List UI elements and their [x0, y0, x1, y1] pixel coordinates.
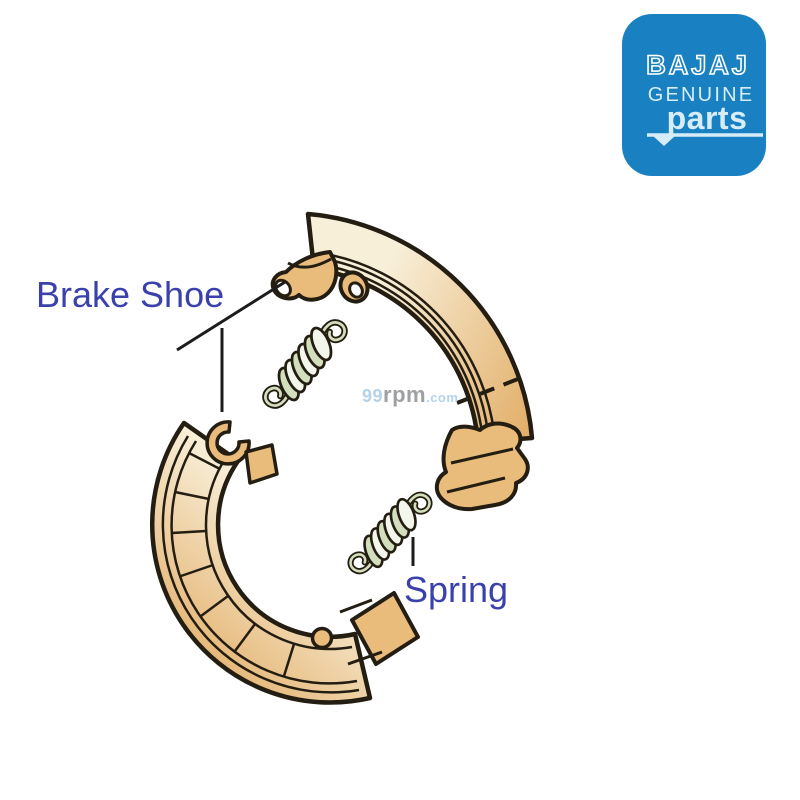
coil-spring-lower — [342, 483, 437, 583]
anchor-seat — [205, 420, 251, 466]
logo-brand-text: BAJAJ — [646, 50, 750, 80]
watermark-suffix: .com — [426, 390, 459, 405]
brake-shoe-inner-illustration — [149, 420, 420, 705]
spring-label: Spring — [404, 569, 509, 610]
logo-art: BAJAJ GENUINE parts — [645, 49, 763, 146]
cam-block — [350, 591, 420, 666]
leader-lines — [176, 280, 415, 566]
pivot-hole — [310, 626, 334, 650]
coil-spring-upper — [257, 311, 353, 418]
logo-genuine-text: GENUINE — [648, 84, 755, 106]
bajaj-genuine-parts-logo: BAJAJ GENUINE parts — [622, 14, 766, 176]
logo-chevron-down-icon — [653, 136, 675, 146]
watermark-mid: rpm — [383, 382, 427, 407]
dashed-section-line — [456, 375, 524, 405]
brake-shoe-outer-illustration — [270, 211, 535, 512]
brake-shoe-label: Brake Shoe — [36, 274, 225, 315]
logo-parts-text: parts — [667, 100, 748, 136]
brake-shoe-leader-diagonal — [176, 280, 286, 352]
watermark-prefix: 99 — [362, 386, 384, 406]
